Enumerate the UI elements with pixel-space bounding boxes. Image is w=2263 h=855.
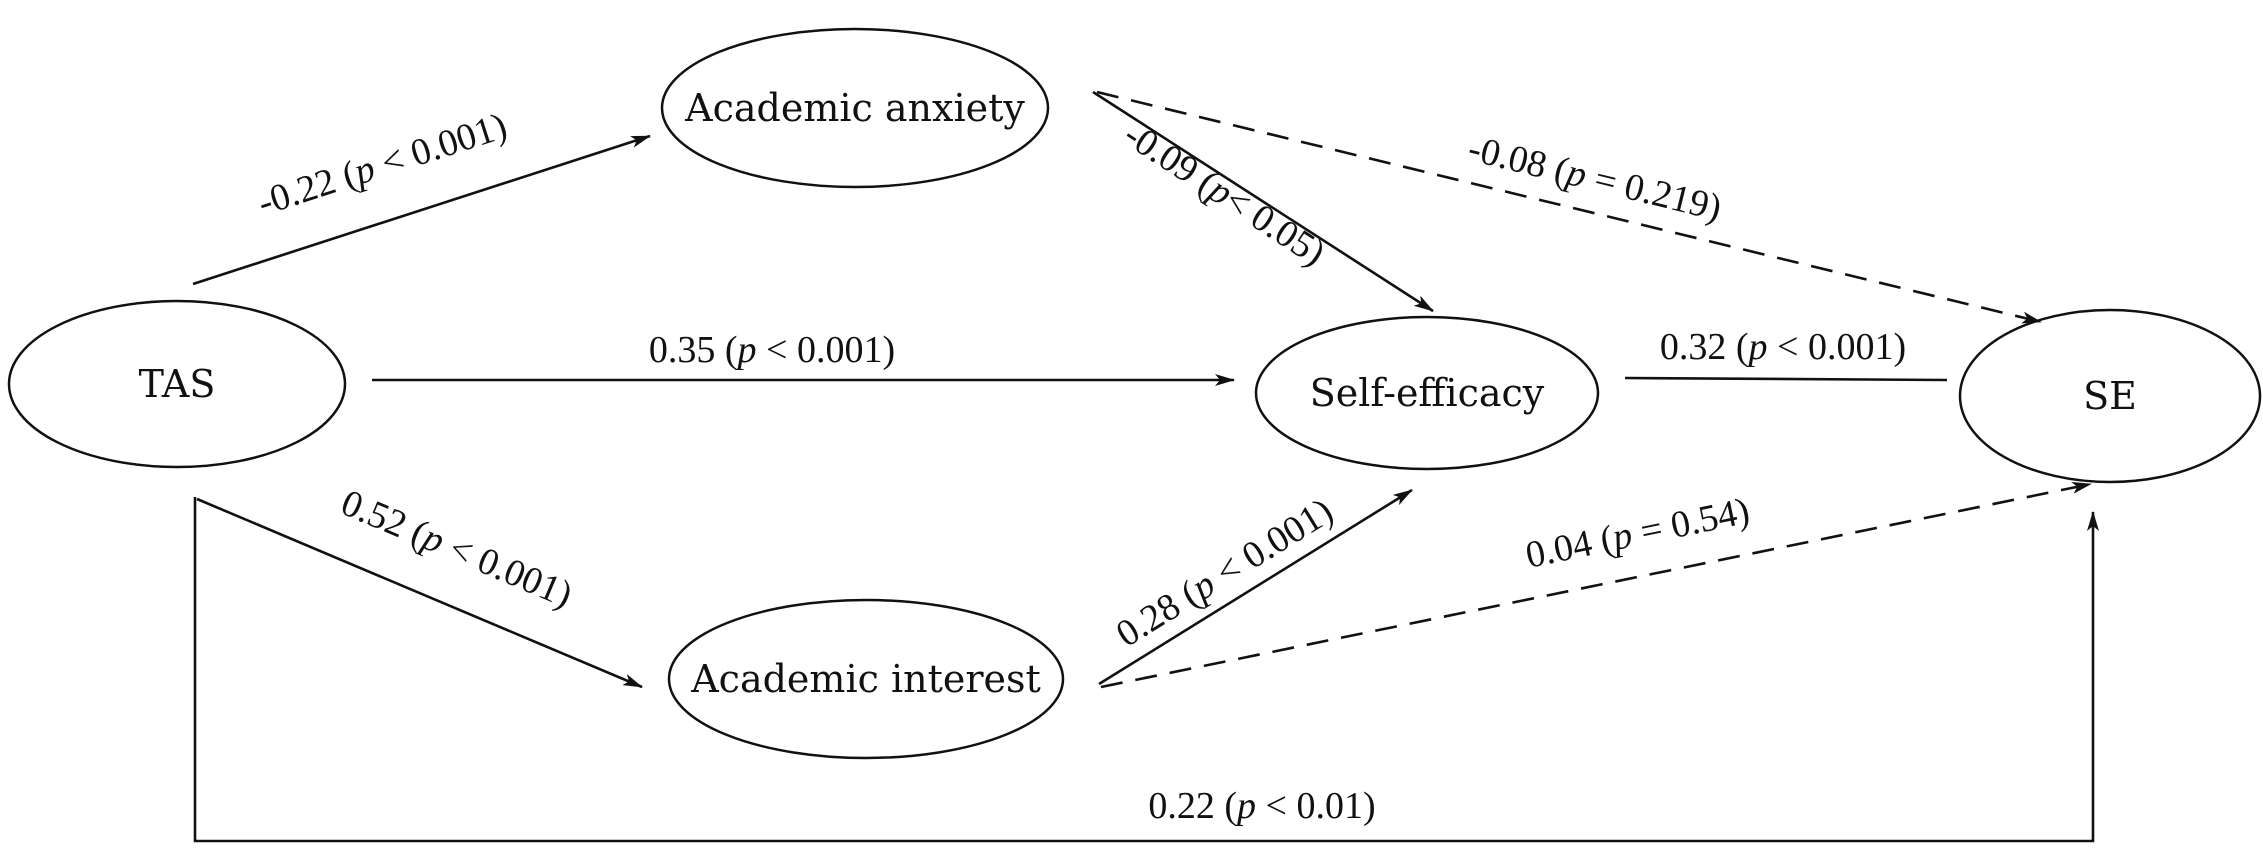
label-efficacy-se: 0.32 (p < 0.001) [1660,326,1906,368]
label-tas-interest: 0.52 (p < 0.001) [335,482,578,617]
node-tas: TAS [7,299,347,469]
edge-tas-to-interest [196,497,643,689]
node-se: SE [1958,308,2262,484]
node-academic-interest-label: Academic interest [690,657,1041,701]
label-interest-efficacy: 0.28 (p < 0.001) [1109,490,1340,655]
label-tas-anxiety: -0.22 (p < 0.001) [253,105,512,225]
node-academic-anxiety-label: Academic anxiety [684,86,1025,130]
label-interest-se: 0.04 (p = 0.54) [1522,490,1753,577]
node-self-efficacy: Self-efficacy [1254,315,1600,471]
node-se-label: SE [2083,374,2137,418]
node-tas-label: TAS [139,362,216,406]
label-tas-efficacy: 0.35 (p < 0.001) [649,329,895,371]
edge-tas-to-anxiety [192,134,651,286]
edge-efficacy-to-se [1624,376,1948,382]
edge-interest-to-se [1100,481,2092,689]
node-academic-anxiety: Academic anxiety [660,27,1050,189]
edge-anxiety-to-se [1096,90,2042,324]
edge-anxiety-to-efficacy [1092,90,1434,313]
label-tas-se: 0.22 (p < 0.01) [1148,785,1375,827]
edge-interest-to-efficacy [1098,488,1413,686]
node-self-efficacy-label: Self-efficacy [1310,371,1545,415]
node-academic-interest: Academic interest [667,598,1065,760]
label-anxiety-se: -0.08 (p = 0.219) [1464,127,1725,229]
label-anxiety-efficacy: -0.09 (p< 0.05) [1116,114,1332,275]
edge-tas-to-se [193,497,2099,843]
